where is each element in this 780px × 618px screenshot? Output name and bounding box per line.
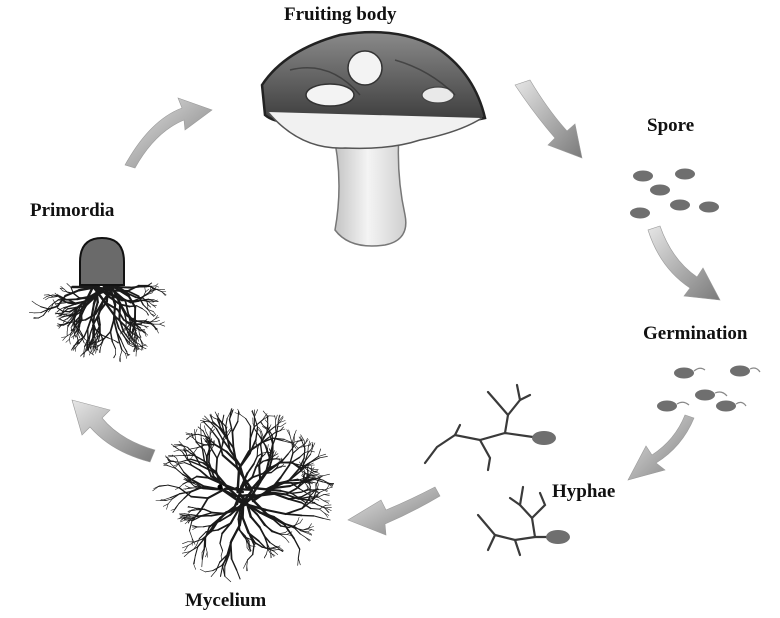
arrow-spore-to-germination (647, 225, 721, 301)
hyphae-lower (476, 485, 550, 557)
label-germination: Germination (643, 323, 748, 344)
mushroom-illustration (260, 30, 487, 247)
hyphae-lower-spore (546, 530, 570, 544)
arrow-germination-to-hyphae (627, 414, 695, 481)
hyphae-upper-spore (532, 431, 556, 445)
arrow-fruiting-body-to-spore (514, 79, 583, 159)
primordia-illustration (79, 236, 125, 286)
label-primordia: Primordia (30, 200, 115, 221)
label-mycelium: Mycelium (185, 590, 267, 611)
arrow-primordia-to-fruiting-body (124, 97, 213, 169)
cycle-arrows (71, 79, 721, 536)
mycelium-network (152, 407, 337, 583)
arrow-hyphae-to-mycelium (347, 486, 441, 536)
label-fruiting-body: Fruiting body (284, 4, 397, 25)
primordia-root-network (28, 282, 167, 363)
label-hyphae: Hyphae (552, 481, 616, 502)
hyphae-upper (423, 383, 535, 472)
arrow-mycelium-to-primordia (71, 399, 156, 463)
germinating-spores (657, 365, 761, 412)
label-spore: Spore (647, 115, 695, 136)
spore-cluster (630, 168, 719, 219)
